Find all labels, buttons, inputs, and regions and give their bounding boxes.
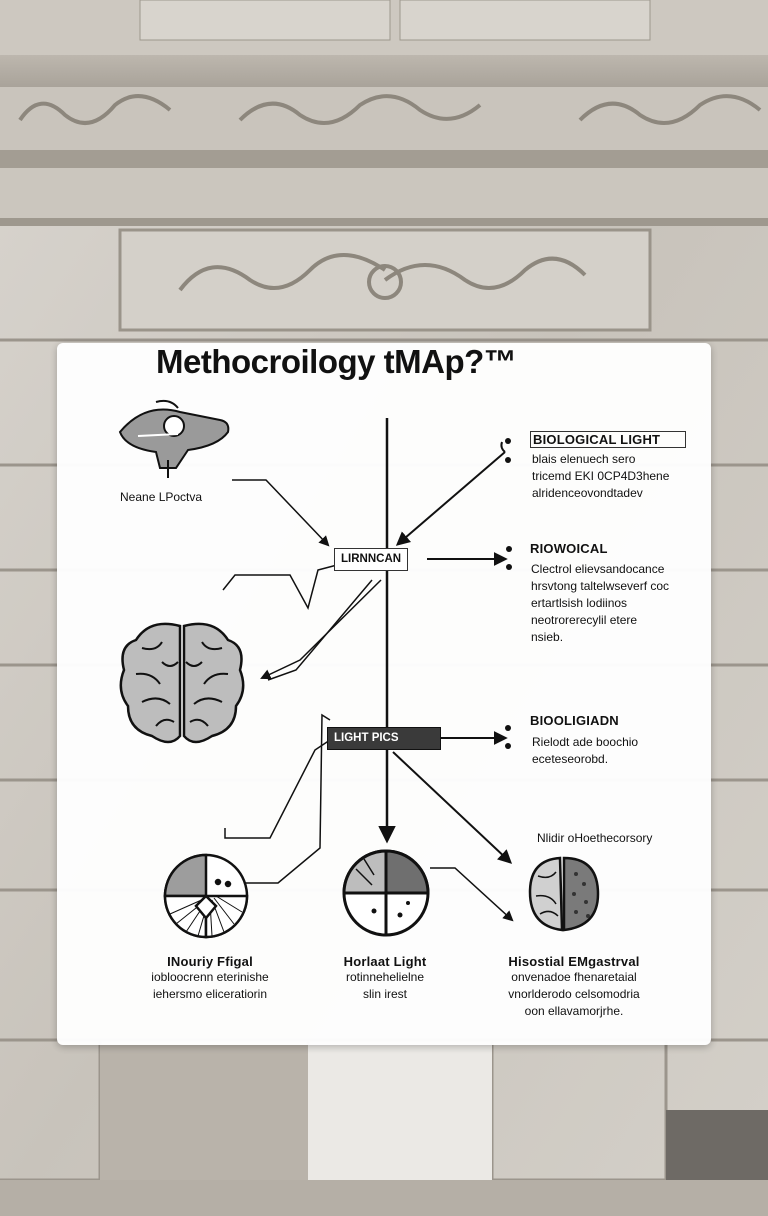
brain-icon <box>119 622 245 744</box>
right3-line: Rielodt ade boochio <box>532 735 639 749</box>
brain-lobes-icon <box>528 856 600 932</box>
page-title: Methocroilogy tMAp?™ <box>156 343 517 380</box>
left-connectors <box>222 479 514 922</box>
bottom-left-block: INouriy Ffigal iobloocrenn eterinishe ie… <box>120 954 300 1003</box>
right3-line: eceteseorobd. <box>532 752 609 766</box>
light-box-label: LIGHT PICS <box>327 727 441 750</box>
right1-line: tricemd EKI 0CP4D3hene <box>532 469 670 483</box>
right1-heading: BIOLOGICAL LIGHT <box>530 431 686 448</box>
right3-heading: BIOOLIGIADN <box>530 713 619 728</box>
center-box-label: LIRNNCAN <box>334 548 409 571</box>
right-dots <box>505 438 512 749</box>
bottom-mid-line: rotinnehelielne <box>345 970 425 984</box>
bottom-left-heading: INouriy Ffigal <box>167 954 253 969</box>
pie-chart-icon <box>163 853 249 939</box>
brain-lobes-caption: Nlidir oHoethecorsory <box>537 831 653 845</box>
right-connectors <box>392 451 513 864</box>
bottom-mid-heading: Horlaat Light <box>343 954 427 969</box>
bottom-right-block: Hisostial EMgastrval onvenadoe fhenareta… <box>474 954 674 1020</box>
right2-line: ertartlsish lodiinos <box>531 596 628 610</box>
bottom-right-heading: Hisostial EMgastrval <box>508 954 640 969</box>
right1-line: blais elenuech sero <box>532 452 636 466</box>
right2-line: Clectrol elievsandocance <box>531 562 665 576</box>
right2-line: nsieb. <box>531 630 564 644</box>
hand-caption: Neane LPoctva <box>120 490 203 504</box>
bottom-mid-line: slin irest <box>362 987 407 1001</box>
right1-body: blais elenuech sero tricemd EKI 0CP4D3he… <box>532 451 669 502</box>
bottom-left-line: iobloocrenn eterinishe <box>151 970 269 984</box>
bottom-right-line: onvenadoe fhenaretaial <box>511 970 637 984</box>
hand-icon <box>118 399 230 478</box>
right2-body: Clectrol elievsandocance hrsvtong taltel… <box>531 561 669 646</box>
right2-heading: RIOWOICAL <box>530 541 608 556</box>
bottom-mid-block: Horlaat Light rotinnehelielne slin irest <box>310 954 460 1003</box>
right3-body: Rielodt ade boochio eceteseorobd. <box>532 734 638 768</box>
bottom-left-line: iehersmo eliceratiorin <box>152 987 268 1001</box>
right2-line: neotrorerecylil etere <box>531 613 638 627</box>
circle-diagram-icon <box>342 849 430 937</box>
bottom-right-line: oon ellavamorjrhe. <box>524 1004 624 1018</box>
bottom-right-line: vnorlderodo celsomodria <box>508 987 640 1001</box>
right2-line: hrsvtong taltelwseverf coc <box>531 579 670 593</box>
right1-line: alridenceovondtadev <box>532 486 643 500</box>
